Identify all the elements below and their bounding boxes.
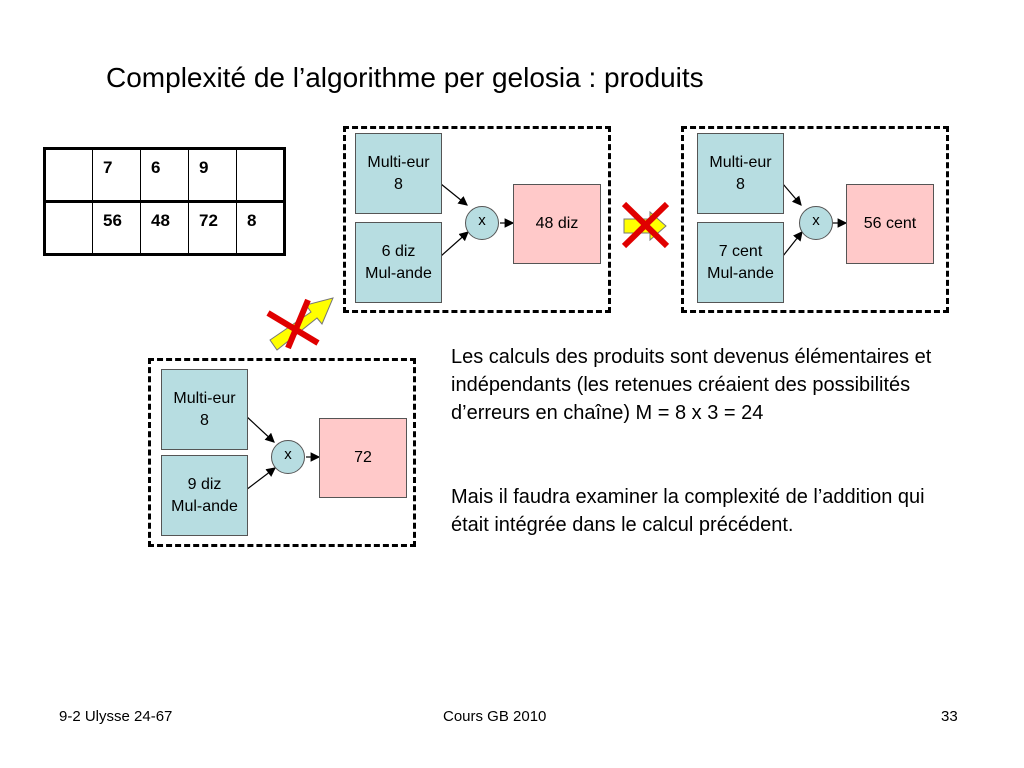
grid-cell: 7 (92, 148, 141, 203)
connector-arrow (782, 231, 803, 257)
page-number: 33 (941, 708, 958, 725)
grid-cell (44, 148, 93, 203)
connector-arrow (245, 415, 275, 443)
multiplicand-box: 6 diz Mul-ande (355, 222, 442, 303)
grid-cell: 56 (92, 201, 141, 255)
explanation-paragraph: Mais il faudra examiner la complexité de… (451, 486, 925, 536)
multiply-node: x (465, 206, 499, 240)
multiplicand-box: 9 diz Mul-ande (161, 455, 248, 536)
grid-cell (236, 148, 285, 203)
grid-row: 7 6 9 (44, 148, 285, 203)
grid-row: 56 48 72 8 (44, 201, 285, 255)
multiply-node: x (271, 440, 305, 474)
footer-left: 9-2 Ulysse 24-67 (59, 708, 173, 725)
multiplication-diagram (681, 126, 949, 313)
grid-cell: 9 (188, 148, 237, 203)
rejected-arrow-up-icon (266, 297, 334, 351)
result-box: 48 diz (513, 184, 601, 264)
connector-arrow (440, 183, 468, 206)
result-box: 72 (319, 418, 407, 498)
multiplier-box: Multi-eur 8 (161, 369, 248, 450)
connector-arrow (782, 183, 802, 206)
multiplier-box: Multi-eur 8 (355, 133, 442, 214)
explanation-paragraph: Les calculs des produits sont devenus él… (451, 346, 932, 424)
slide-title: Complexité de l’algorithme per gelosia :… (106, 62, 704, 93)
grid-cell (44, 201, 93, 255)
rejected-arrow-right-icon (621, 201, 670, 249)
connector-arrow (440, 231, 469, 257)
grid-cell: 8 (236, 201, 285, 255)
multiplicand-box: 7 cent Mul-ande (697, 222, 784, 303)
result-box: 56 cent (846, 184, 934, 264)
footer-center: Cours GB 2010 (443, 708, 547, 725)
connector-arrow (245, 467, 276, 491)
multiplication-diagram (148, 358, 416, 547)
multiplier-box: Multi-eur 8 (697, 133, 784, 214)
gelosia-grid: 7 6 9 56 48 72 8 (43, 147, 286, 256)
multiply-node: x (799, 206, 833, 240)
multiplication-diagram (343, 126, 611, 313)
grid-cell: 72 (188, 201, 237, 255)
